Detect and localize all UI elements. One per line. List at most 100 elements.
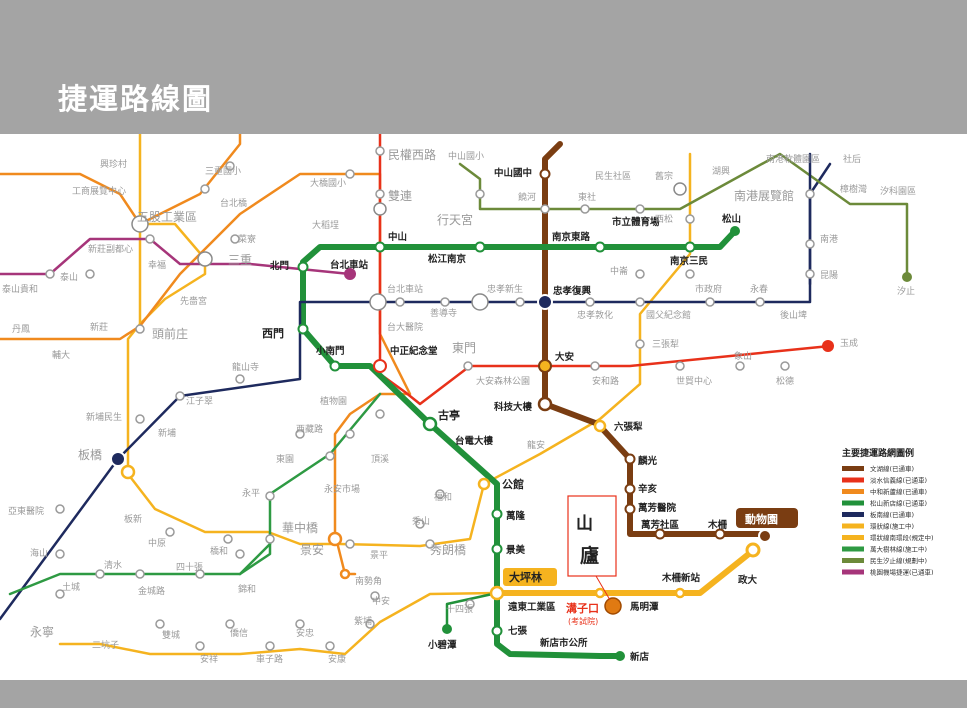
- label-g78: 安忠: [296, 627, 314, 639]
- label-s46: 五股工業區: [137, 210, 197, 224]
- label-s22: 台電大樓: [455, 435, 494, 447]
- legend-swatch-1: [842, 477, 864, 483]
- label-g18: 新莊副都心: [88, 243, 133, 255]
- label-g44: 大安森林公園: [476, 375, 530, 387]
- legend-title: 主要捷運路網圖例: [842, 447, 914, 459]
- label-g29: 善導寺: [430, 307, 457, 319]
- label-s24: 公館: [502, 477, 524, 491]
- label-g21: 泰山貴和: [2, 283, 38, 295]
- label-g64: 景平: [370, 550, 388, 561]
- label-g60: 秀山: [412, 515, 430, 527]
- label-g36: 台大醫院: [387, 321, 423, 333]
- label-g42: 玉成: [840, 337, 858, 349]
- label-g31: 永春: [750, 283, 768, 295]
- site-logo: 山: [576, 514, 593, 534]
- legend-swatch-7: [842, 546, 864, 552]
- legend-label-4: 板南線(已通車): [870, 510, 914, 519]
- label-g11: 西松: [655, 213, 673, 225]
- label-s5: 行天宮: [437, 212, 473, 227]
- label-g62: 海山: [30, 547, 48, 559]
- label-s17: 東門: [452, 341, 476, 355]
- label-g13: 南港軟體園區: [766, 153, 820, 165]
- label-s44: 三重: [228, 253, 252, 267]
- label-s38: 馬明潭: [629, 601, 659, 613]
- label-g81: 安康: [328, 653, 346, 665]
- label-g48: 新埔民生: [86, 411, 122, 423]
- label-s41: 秀朗橋: [430, 543, 466, 557]
- legend-label-5: 環狀線(施工中): [870, 522, 914, 531]
- label-s36: 木柵新站: [661, 572, 701, 584]
- route-orange-wnorth: [138, 134, 242, 226]
- label-g75: 二坑子: [92, 639, 119, 651]
- label-s16: 中正紀念堂: [390, 345, 438, 357]
- label-g15: 樟樹灣: [840, 183, 867, 195]
- label-g55: 永平: [242, 487, 260, 499]
- site-logo-box: [567, 495, 617, 577]
- label-s34: 新店: [630, 651, 650, 663]
- label-s47: 市立體育場: [612, 216, 660, 228]
- label-g8: 饒河: [518, 191, 536, 203]
- station-labels: 民權西路 中山國小 中山國中 雙連 行天宮 中山 松江南京 南京東路 南京三民 …: [2, 147, 916, 665]
- label-s14: 西門: [262, 327, 284, 340]
- label-g39: 三張犁: [652, 338, 679, 350]
- label-s32: 小碧潭: [427, 639, 457, 651]
- label-s42: 板橋: [78, 448, 102, 462]
- label-g63: 橋和: [210, 545, 228, 557]
- label-s33: 新店市公所: [540, 637, 588, 649]
- label-g9: 東社: [578, 191, 596, 203]
- label-g24: 中崙: [610, 265, 628, 277]
- site-logo-2: 廬: [580, 544, 599, 567]
- label-g47: 松德: [776, 375, 794, 387]
- route-orange-north: [0, 172, 142, 226]
- label-g2: 三重國小: [205, 165, 241, 177]
- label-g16: 汐科園區: [880, 185, 916, 197]
- metro-map: 民權西路 中山國小 中山國中 雙連 行天宮 中山 松江南京 南京東路 南京三民 …: [0, 134, 934, 665]
- label-g66: 四十張: [176, 561, 203, 573]
- label-g57: 福和: [434, 491, 452, 503]
- legend-swatch-0: [842, 466, 864, 471]
- label-s23: 麟光: [638, 455, 658, 467]
- label-g58: 亞東醫院: [8, 505, 44, 517]
- label-s1: 民權西路: [388, 147, 436, 162]
- footer-bar: [0, 680, 967, 708]
- highlights: 大坪林 動物園 山 廬 溝子口 (考試院): [503, 495, 798, 626]
- label-g37: 忠孝敦化: [577, 309, 613, 321]
- zoo-label: 動物園: [745, 512, 778, 526]
- route-dkgreen-west: [238, 542, 272, 576]
- label-s19: 科技大樓: [494, 401, 533, 413]
- route-olive-line: [458, 152, 909, 276]
- label-s18: 大安: [555, 351, 575, 363]
- label-g22: 台北車站: [387, 283, 423, 295]
- label-g70: 錦和: [238, 583, 256, 595]
- label-g25: 南港: [820, 233, 838, 245]
- route-blue-line: [0, 162, 832, 621]
- label-g74: 永寧: [30, 624, 54, 639]
- legend-swatch-3: [842, 500, 864, 506]
- label-s37: 政大: [738, 574, 758, 586]
- label-s29: 木柵: [707, 519, 728, 531]
- route-green-branch: [445, 591, 499, 631]
- label-g59: 板新: [124, 513, 142, 525]
- daipinglin-badge: [503, 568, 557, 586]
- label-g52: 龍安: [527, 439, 545, 451]
- zoo-badge: [736, 508, 798, 528]
- label-s20: 古亭: [438, 408, 460, 422]
- label-g28: 先嗇宮: [180, 295, 207, 307]
- label-s13: 忠孝復興: [553, 285, 592, 297]
- legend-label-3: 松山新店線(已通車): [870, 499, 927, 508]
- label-s43: 南港展覽館: [734, 188, 794, 203]
- route-circular-west-south: [58, 591, 499, 656]
- legend-swatch-6: [842, 535, 864, 540]
- label-g30: 市政府: [695, 283, 722, 295]
- legend-label-6: 環狀線南環段(規定中): [870, 533, 934, 542]
- label-g32: 後山埤: [780, 309, 807, 321]
- legend-swatch-4: [842, 512, 864, 517]
- label-s40: 景安: [300, 542, 324, 557]
- label-g54: 頂溪: [371, 453, 389, 465]
- label-s3: 中山國中: [494, 167, 532, 179]
- label-g38: 國父紀念館: [646, 309, 691, 321]
- label-g45: 安和路: [592, 375, 619, 387]
- label-g26: 昆陽: [820, 270, 838, 281]
- label-s45: 頭前庄: [152, 326, 188, 341]
- label-s7: 松江南京: [428, 253, 467, 265]
